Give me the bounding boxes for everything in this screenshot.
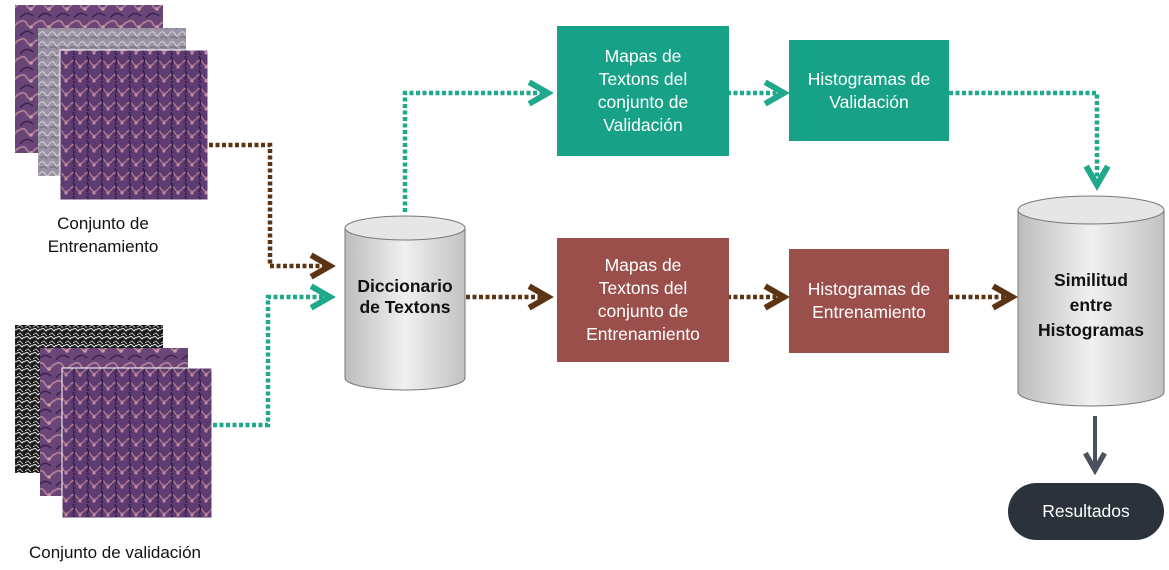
training-image-front xyxy=(59,49,209,201)
validation-histograms-box: Histogramas de Validación xyxy=(789,40,949,141)
validation-image-front xyxy=(61,367,213,519)
training-histograms-box: Histogramas de Entrenamiento xyxy=(789,249,949,353)
training-set-label: Conjunto de Entrenamiento xyxy=(47,214,159,256)
dictionary-cylinder xyxy=(344,215,466,391)
results-node: Resultados xyxy=(1008,483,1164,540)
validation-set-label: Conjunto de validación xyxy=(28,543,201,562)
arrow-training-to-dictionary xyxy=(209,142,330,266)
dictionary-label: Diccionario de Textons xyxy=(357,276,453,317)
validation-textons-maps-box: Mapas de Textons del conjunto de Validac… xyxy=(557,26,729,156)
similarity-cylinder xyxy=(1017,195,1165,407)
training-textons-maps-box: Mapas de Textons del conjunto de Entrena… xyxy=(557,238,729,362)
similarity-label: Similitud entre Histogramas xyxy=(1037,269,1144,340)
results-label: Resultados xyxy=(1042,501,1130,521)
validation-set-caption: Conjunto de validación xyxy=(0,541,230,564)
arrow-validation-to-dictionary xyxy=(213,297,330,428)
arrow-dictionary-to-validation-maps xyxy=(402,93,548,212)
validation-image-stack xyxy=(15,325,213,519)
training-set-caption: Conjunto de Entrenamiento xyxy=(18,212,188,258)
training-image-stack xyxy=(15,5,209,201)
arrow-validation-histograms-to-similarity xyxy=(949,90,1097,185)
